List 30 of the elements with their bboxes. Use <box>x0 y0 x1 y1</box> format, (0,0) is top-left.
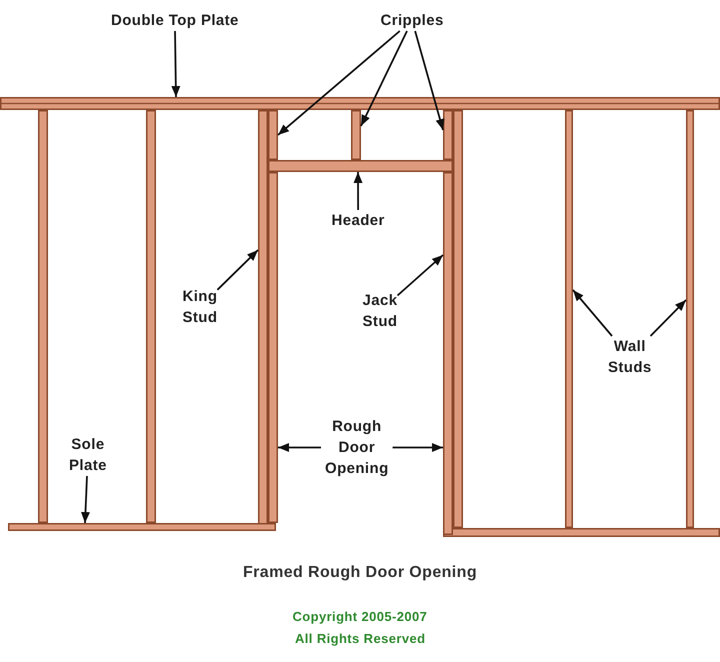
part-label: King Stud <box>182 286 218 328</box>
part-label: Double Top Plate <box>111 10 239 31</box>
leader-arrow <box>572 289 613 337</box>
cripple-stud <box>443 110 453 160</box>
leader-arrow <box>650 299 687 337</box>
part-label: Sole Plate <box>69 434 107 476</box>
cripple-stud <box>268 110 278 160</box>
wall-stud <box>565 110 573 528</box>
leader-arrow <box>354 172 363 210</box>
cripple-stud <box>351 110 361 160</box>
sole-plate <box>8 523 276 531</box>
leader-arrow <box>396 254 444 296</box>
leader-arrow <box>360 30 408 126</box>
leader-arrow <box>80 476 90 524</box>
leader-arrow <box>277 30 400 136</box>
king-stud <box>258 110 268 525</box>
figure-caption: Framed Rough Door Opening <box>243 563 477 583</box>
wall-stud <box>686 110 694 528</box>
copyright-notice: All Rights Reserved <box>295 630 426 648</box>
double-top-plate <box>0 97 720 110</box>
leader-arrow <box>216 249 259 290</box>
part-label: Jack Stud <box>362 290 398 332</box>
leader-arrow <box>414 30 444 130</box>
copyright-notice: Copyright 2005-2007 <box>292 608 428 626</box>
header-beam <box>268 160 453 172</box>
part-label: Cripples <box>380 10 444 31</box>
part-label: Wall Studs <box>608 336 652 378</box>
dimension-label: Rough Door Opening <box>325 417 389 479</box>
part-label: Header <box>332 210 385 231</box>
jack-stud <box>443 172 453 535</box>
